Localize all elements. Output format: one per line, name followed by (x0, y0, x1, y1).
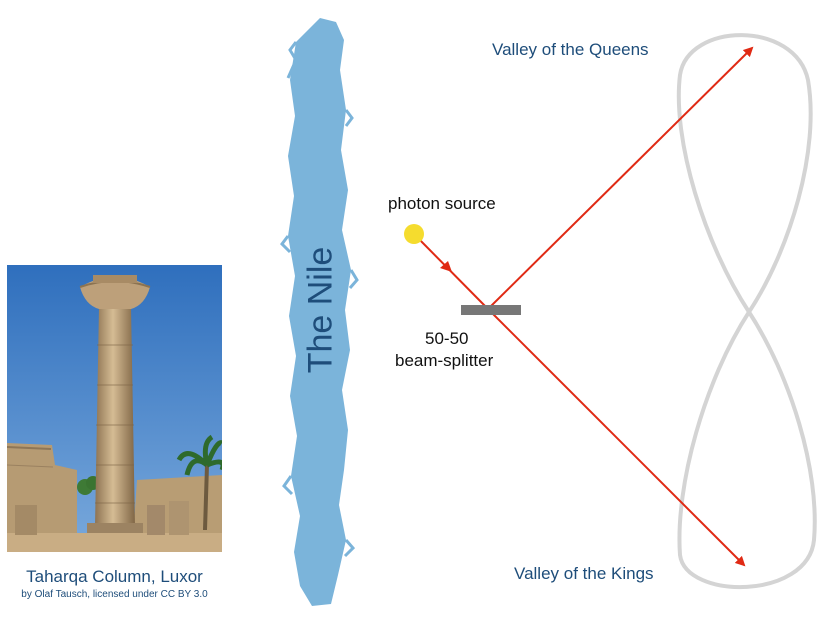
photo-caption: Taharqa Column, Luxor (26, 567, 203, 586)
photon-source-label: photon source (388, 194, 496, 213)
beam-to-kings (487, 308, 746, 567)
nile-label: The Nile (301, 246, 340, 374)
photo-credit: by Olaf Tausch, licensed under CC BY 3.0 (21, 589, 208, 600)
beam-splitter (461, 305, 521, 315)
splitter-label-line1: 50-50 (425, 329, 469, 348)
valley-of-kings-label: Valley of the Kings (514, 564, 654, 583)
beam-to-queens (487, 46, 754, 310)
splitter-label-line2: beam-splitter (395, 351, 494, 370)
photon-source-dot (404, 224, 424, 244)
valley-of-queens-label: Valley of the Queens (492, 40, 649, 59)
figure-eight-loop (676, 33, 817, 589)
nile-river (280, 18, 359, 606)
incoming-beam-arrowhead (440, 261, 452, 272)
taharqa-column-photo (7, 265, 222, 552)
